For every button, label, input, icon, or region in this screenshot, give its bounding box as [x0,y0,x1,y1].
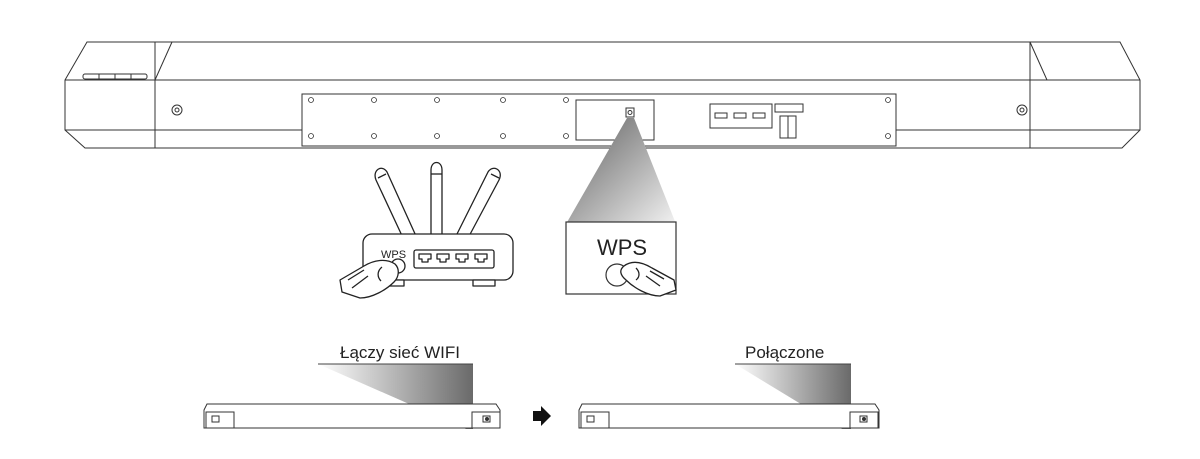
soundbar-icon [204,404,500,428]
status-led-step1 [485,417,489,421]
soundbar-wps-label: WPS [597,235,647,260]
status-led-step2 [862,417,866,421]
step1-caption: Łączy sieć WIFI [340,343,460,363]
router-wps-label: WPS [381,249,406,261]
soundbar-rear-view [65,42,1140,148]
router-antenna-left [375,168,416,240]
step2-caption: Połączone [745,343,824,363]
soundbar-icon [579,404,879,428]
soundbar-wps-zoom: WPS [566,222,676,296]
finger-press-icon [340,260,398,298]
arrow-right-icon [533,406,551,426]
router-antenna-right [456,168,500,240]
